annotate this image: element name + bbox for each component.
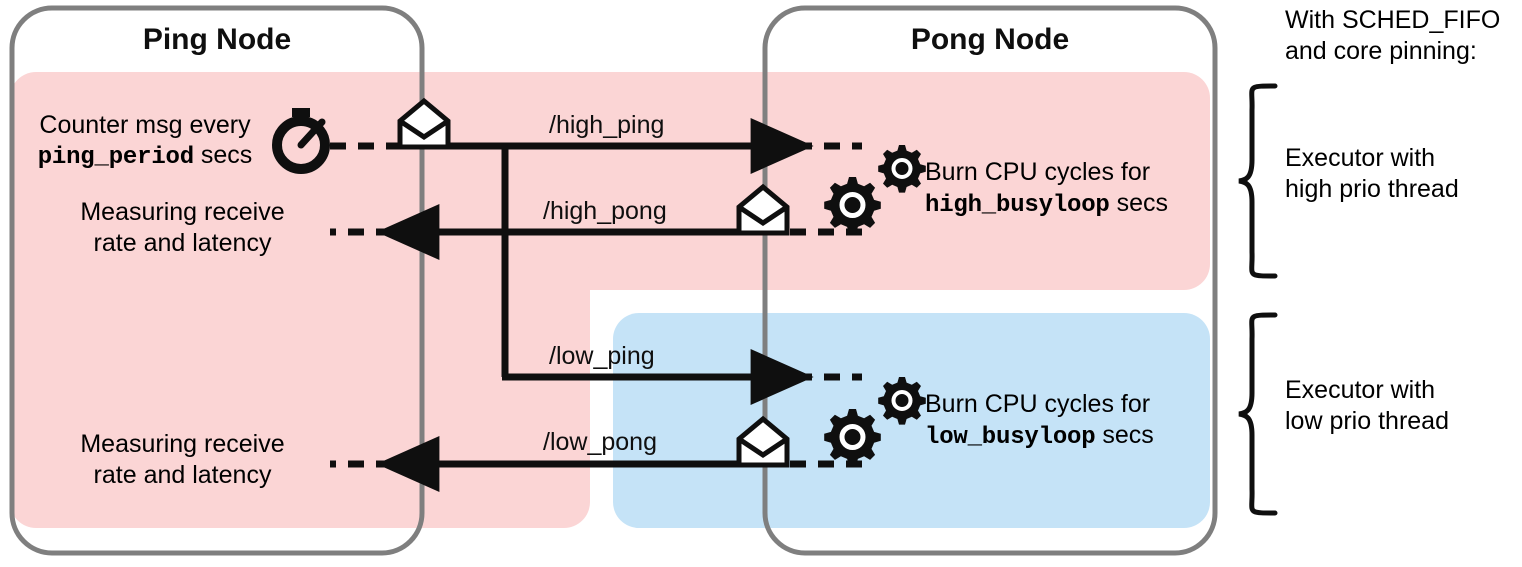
topic-label-low-ping: /low_ping [549, 342, 655, 370]
ping-measure-high-line1: Measuring receive [80, 198, 285, 226]
gears-icon [824, 145, 926, 234]
legend-header-line2: and core pinning: [1285, 37, 1477, 66]
legend-high-line2: high prio thread [1285, 175, 1459, 204]
legend-high-prio: Executor with high prio thread [1285, 143, 1520, 206]
page-title-ping-node: Ping Node [142, 23, 292, 56]
pong-burn-high-line2: high_busyloop secs [925, 188, 1210, 220]
ping-period-suffix: secs [193, 141, 253, 169]
ping-measure-high-line2: rate and latency [93, 228, 272, 257]
legend-low-line2: low prio thread [1285, 407, 1449, 436]
legend-header: With SCHED_FIFO and core pinning: [1285, 5, 1520, 68]
high-busyloop-suffix: secs [1109, 188, 1168, 217]
ping-period-param: ping_period [37, 144, 194, 171]
topic-label-high-pong: /high_pong [543, 197, 667, 225]
pong-burn-low-line2: low_busyloop secs [925, 420, 1210, 452]
low-busyloop-suffix: secs [1095, 420, 1154, 449]
ping-measure-high-label: Measuring receive rate and latency [40, 197, 325, 258]
topic-label-low-pong: /low_pong [543, 428, 657, 456]
ping-counter-line2: ping_period secs [20, 140, 270, 173]
pong-burn-low-line1: Burn CPU cycles for [925, 390, 1151, 418]
pong-node-box [762, 5, 1218, 556]
ping-measure-low-line2: rate and latency [93, 460, 272, 489]
envelope-icon [736, 415, 790, 468]
legend-header-line1: With SCHED_FIFO [1285, 6, 1501, 34]
legend-low-prio: Executor with low prio thread [1285, 375, 1520, 438]
pong-burn-high-line1: Burn CPU cycles for [925, 158, 1151, 186]
envelope-icon [397, 97, 451, 150]
ping-measure-low-label: Measuring receive rate and latency [40, 429, 325, 490]
ping-node-box [9, 5, 425, 556]
ping-node-pink-extension [10, 250, 590, 528]
topic-label-high-ping: /high_ping [549, 111, 665, 139]
legend-low-line1: Executor with [1285, 376, 1436, 404]
envelope-icon [736, 183, 790, 236]
high-busyloop-param: high_busyloop [925, 191, 1110, 219]
gears-icon [824, 377, 926, 466]
curly-brace-icon [1238, 83, 1278, 279]
legend-high-line1: Executor with [1285, 144, 1436, 172]
ping-measure-low-line1: Measuring receive [80, 430, 285, 458]
ping-counter-line1: Counter msg every [39, 111, 251, 139]
pong-burn-low-label: Burn CPU cycles for low_busyloop secs [925, 389, 1210, 452]
ping-counter-label: Counter msg every ping_period secs [20, 110, 270, 173]
stopwatch-icon [272, 108, 330, 174]
pong-burn-high-label: Burn CPU cycles for high_busyloop secs [925, 157, 1210, 220]
low-busyloop-param: low_busyloop [925, 423, 1096, 451]
curly-brace-icon [1238, 312, 1278, 516]
page-title-pong-node: Pong Node [910, 23, 1070, 56]
